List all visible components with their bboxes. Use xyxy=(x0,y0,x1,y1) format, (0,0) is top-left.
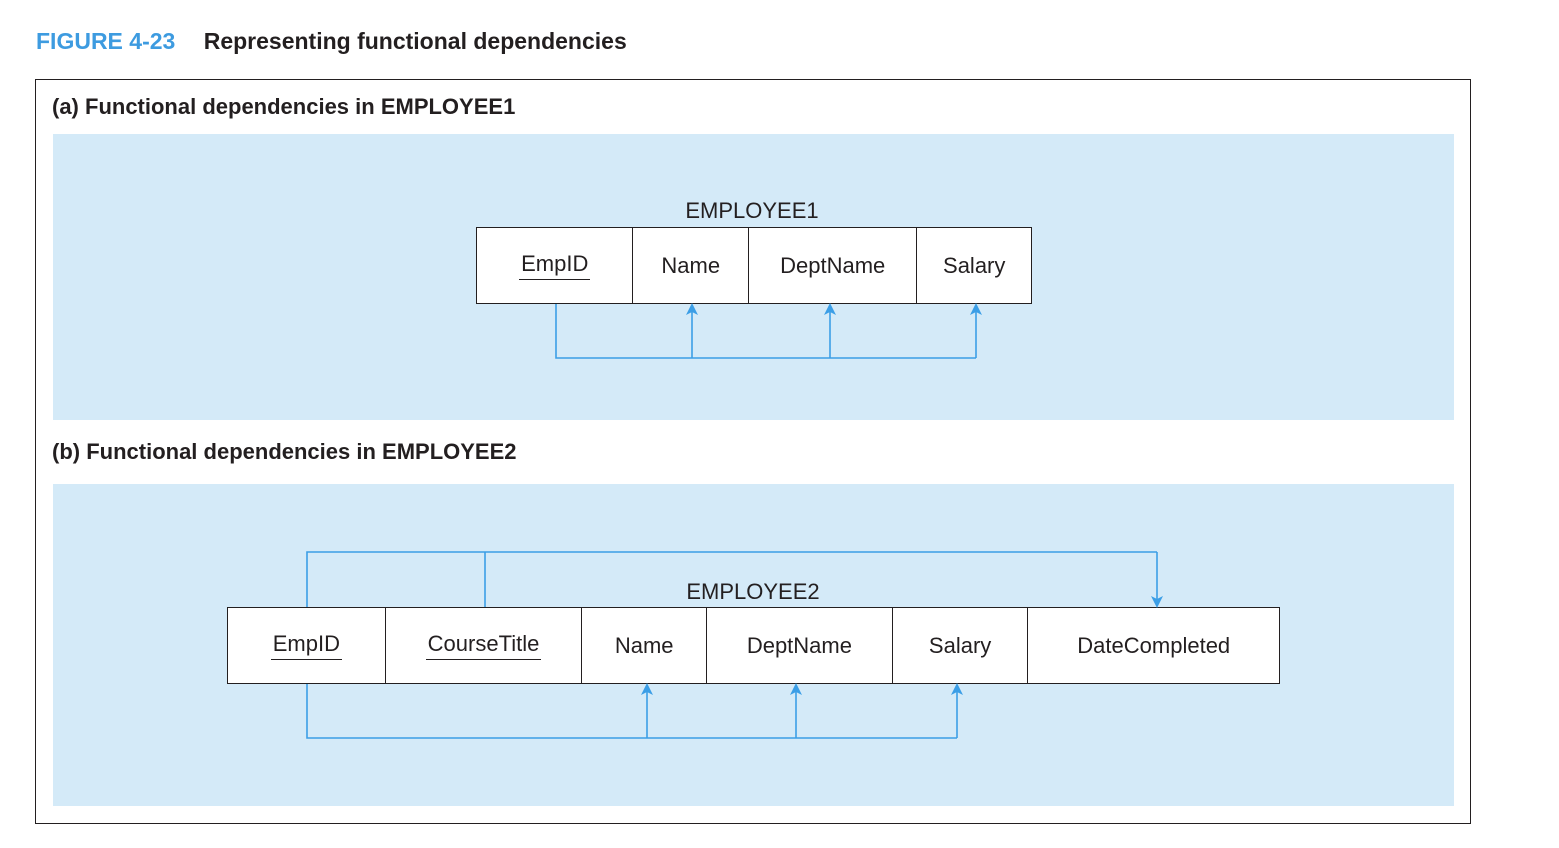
attr-b-name: Name xyxy=(582,608,708,683)
fd-a-base-line xyxy=(555,304,976,359)
attr-b-name-label: Name xyxy=(614,632,674,658)
panel-a-label: (a) Functional dependencies in EMPLOYEE1 xyxy=(52,94,516,119)
attr-a-salary: Salary xyxy=(917,228,1031,303)
attr-b-salary-label: Salary xyxy=(928,632,992,658)
attr-a-deptname-label: DeptName xyxy=(780,252,886,278)
attr-b-datecompleted: DateCompleted xyxy=(1028,608,1279,683)
attr-a-empid: EmpID xyxy=(477,228,634,303)
attr-a-empid-label: EmpID xyxy=(519,251,591,280)
attr-b-deptname-label: DeptName xyxy=(746,632,852,658)
attr-a-deptname: DeptName xyxy=(749,228,918,303)
attr-b-datecompleted-label: DateCompleted xyxy=(1077,632,1231,658)
attr-b-empid: EmpID xyxy=(228,608,386,683)
fd-b-composite-to-datecompleted xyxy=(306,551,1163,608)
attr-a-name: Name xyxy=(633,228,750,303)
attr-a-name-label: Name xyxy=(661,252,721,278)
fd-b-top-line xyxy=(306,551,1157,607)
relation-b: EmpID CourseTitle Name DeptName Salary D… xyxy=(227,607,1280,684)
attr-b-empid-label: EmpID xyxy=(270,631,342,660)
attr-b-coursetitle-label: CourseTitle xyxy=(425,631,542,660)
fd-a-empid-to-nonkey xyxy=(555,303,982,359)
figure-header: FIGURE 4-23 Representing functional depe… xyxy=(36,28,627,55)
figure-title: Representing functional dependencies xyxy=(203,28,627,54)
attr-a-salary-label: Salary xyxy=(943,252,1006,278)
attr-b-deptname: DeptName xyxy=(707,608,893,683)
figure-number: FIGURE 4-23 xyxy=(36,28,176,54)
relation-a-name: EMPLOYEE1 xyxy=(685,198,819,223)
attr-b-salary: Salary xyxy=(893,608,1029,683)
relation-a: EmpID Name DeptName Salary xyxy=(476,227,1032,304)
relation-b-name: EMPLOYEE2 xyxy=(686,579,820,604)
figure-frame xyxy=(35,79,1471,824)
attr-b-coursetitle: CourseTitle xyxy=(386,608,583,683)
fd-b-base-line xyxy=(306,684,957,739)
panel-b-label: (b) Functional dependencies in EMPLOYEE2 xyxy=(52,439,517,464)
fd-b-empid-to-nonkey xyxy=(306,683,963,739)
